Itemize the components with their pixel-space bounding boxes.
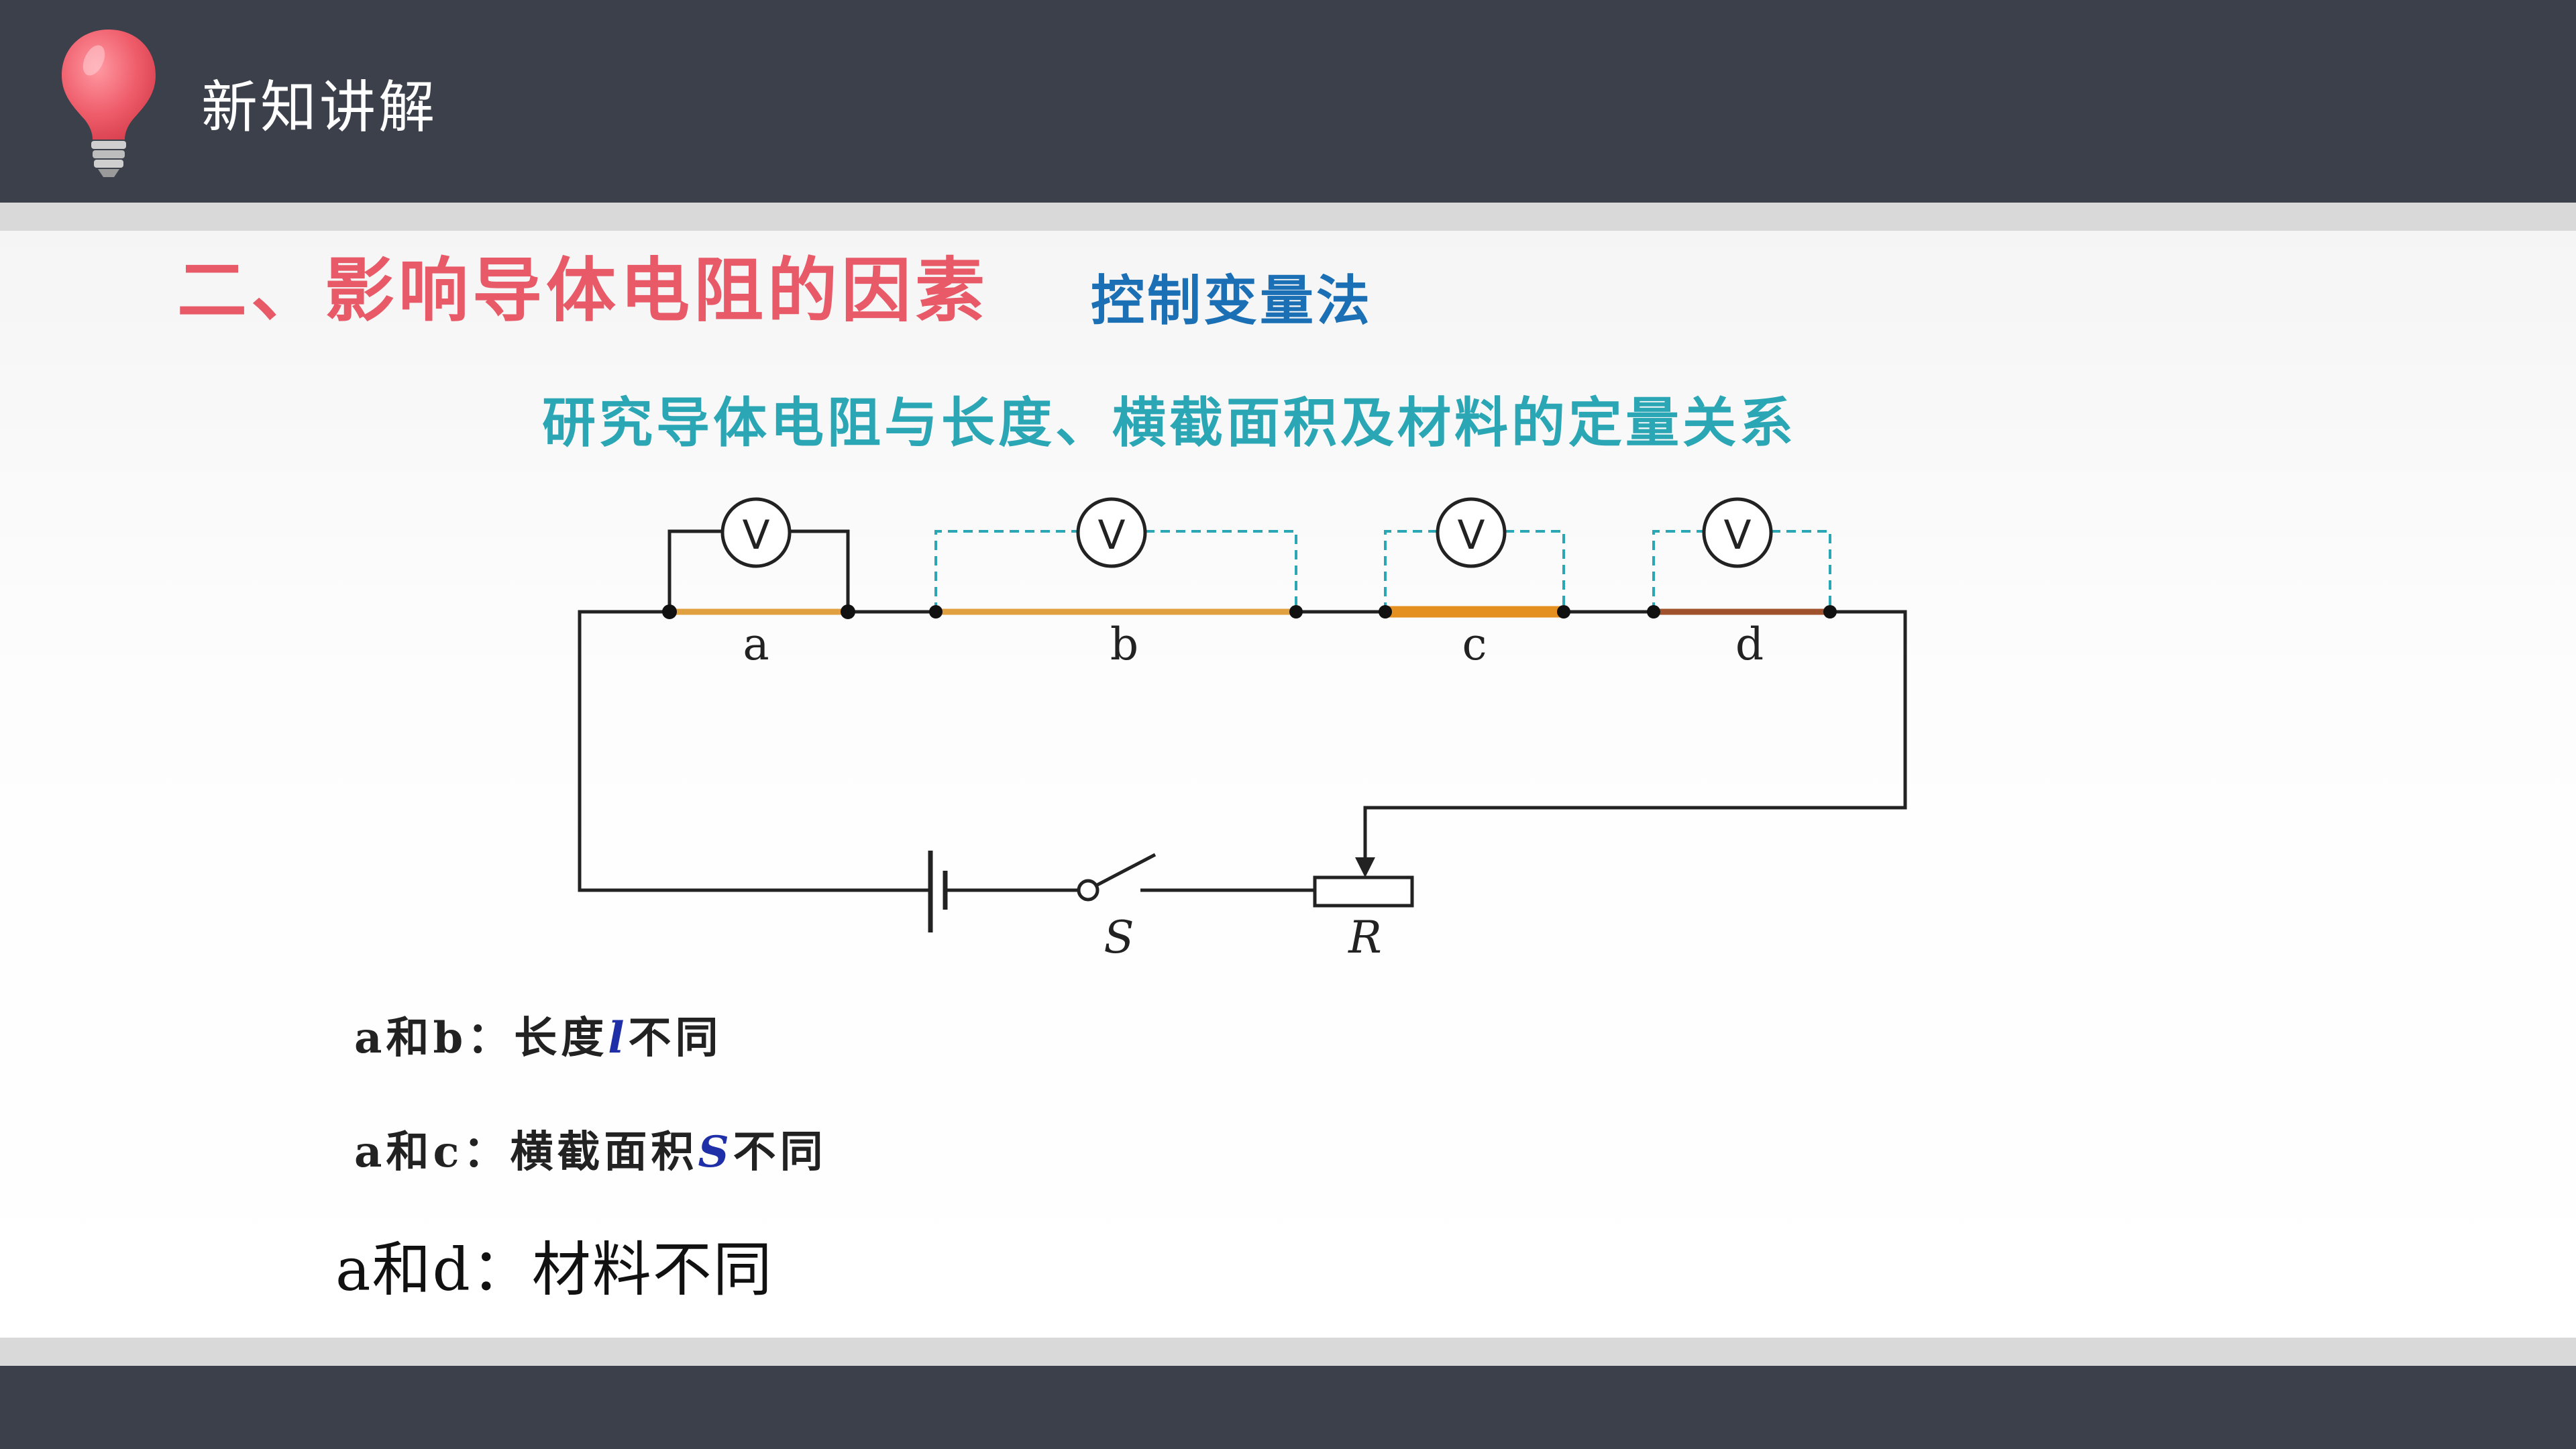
voltmeter-b: V <box>1076 497 1147 568</box>
comparison-ac-text: 横截面积 <box>510 1127 698 1177</box>
comparison-ab-text: 长度 <box>514 1013 608 1063</box>
rheostat-label: R <box>1348 912 1382 963</box>
comparison-ac-suffix: 不同 <box>733 1127 827 1177</box>
comparison-ad: a和d：材料不同 <box>335 1235 773 1304</box>
voltmeter-d-wires <box>1652 530 1831 612</box>
junction-dots <box>662 604 1837 619</box>
conductor-d-label: d <box>1735 619 1764 670</box>
comparison-ab: a和b：长度l不同 <box>354 1012 722 1065</box>
voltmeter-b-symbol: V <box>1097 512 1125 559</box>
conductor-a-label: a <box>743 619 769 670</box>
header-bar <box>0 0 2576 203</box>
comparison-ab-prefix: a和b： <box>354 1013 515 1063</box>
voltmeter-c-wires <box>1384 530 1565 612</box>
comparison-ac-prefix: a和c： <box>354 1127 511 1177</box>
voltmeter-c-symbol: V <box>1457 512 1485 559</box>
lightbulb-icon <box>62 30 156 177</box>
header-title: 新知讲解 <box>201 74 438 140</box>
header-divider <box>0 203 2576 231</box>
section-title: 二、影响导体电阻的因素 <box>177 249 989 331</box>
section-subtitle: 研究导体电阻与长度、横截面积及材料的定量关系 <box>542 391 1796 454</box>
comparison-ac-variable: S <box>698 1127 733 1177</box>
comparison-ab-suffix: 不同 <box>628 1013 722 1063</box>
footer-bar <box>0 1366 2576 1449</box>
voltmeter-d-symbol: V <box>1723 512 1751 559</box>
voltmeter-b-wires <box>934 530 1297 612</box>
rheostat-slider-arrow <box>1355 857 1375 877</box>
rheostat-symbol <box>1313 875 1414 908</box>
conductor-b-label: b <box>1110 619 1138 670</box>
voltmeter-a-symbol: V <box>742 512 769 559</box>
voltmeter-a-wires <box>667 529 850 612</box>
footer-divider <box>0 1338 2576 1366</box>
method-title: 控制变量法 <box>1091 269 1373 332</box>
voltmeter-c: V <box>1436 497 1507 568</box>
voltmeter-a: V <box>720 497 792 568</box>
switch-symbol <box>1077 853 1157 902</box>
slide-content <box>0 231 2576 1338</box>
comparison-ab-variable: l <box>608 1013 629 1063</box>
circuit-wires <box>578 610 1907 892</box>
comparison-ac: a和c：横截面积S不同 <box>354 1126 827 1179</box>
battery-symbol <box>928 851 948 932</box>
voltmeter-d: V <box>1702 497 1773 568</box>
switch-label: S <box>1104 912 1134 963</box>
conductor-c-label: c <box>1462 619 1487 670</box>
